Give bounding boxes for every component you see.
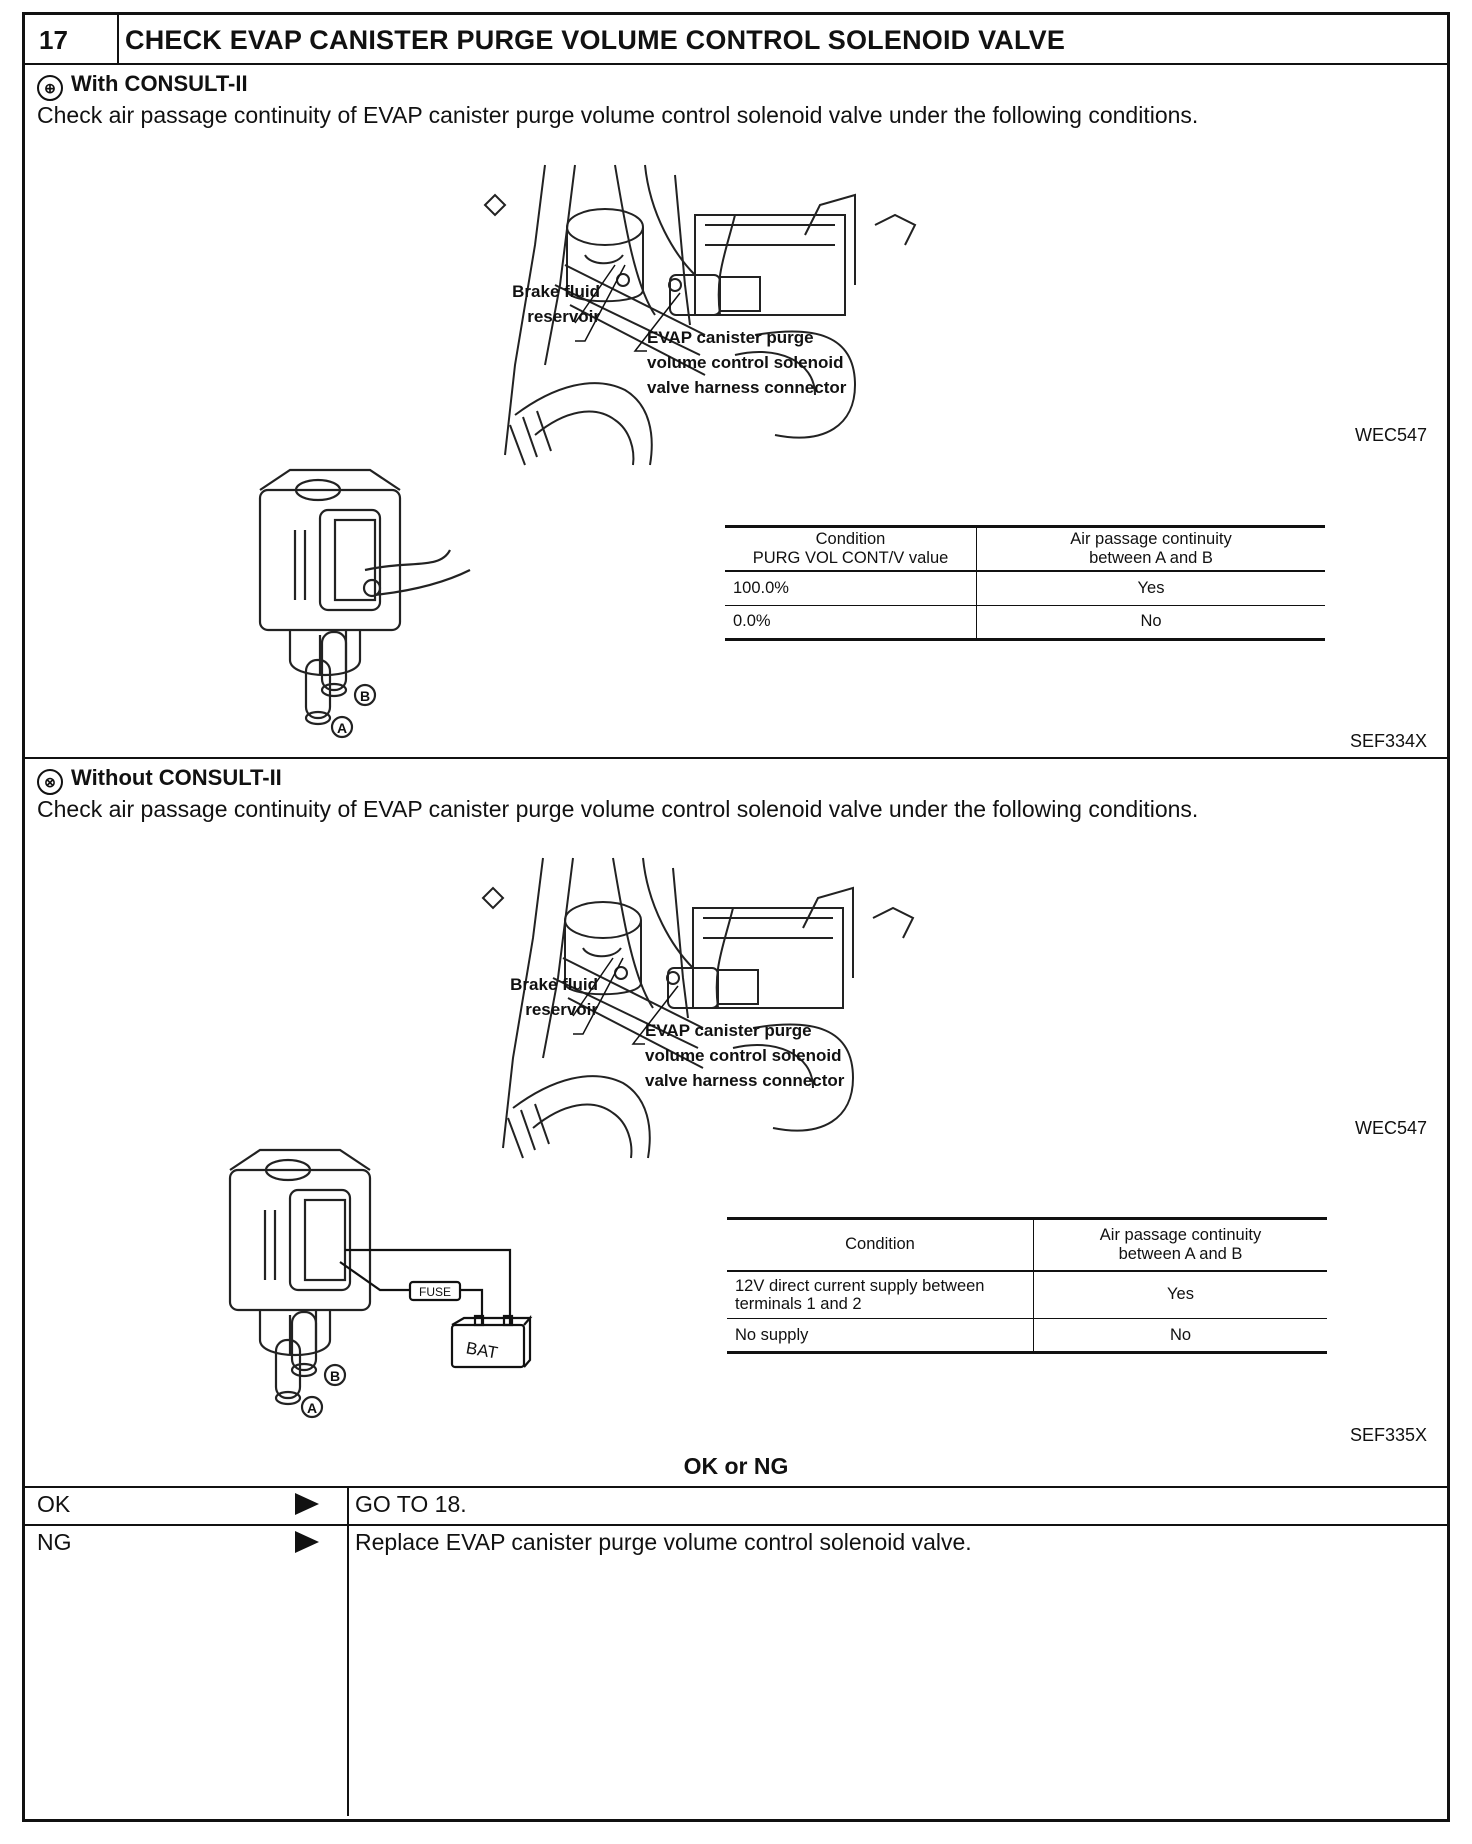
arrow-right-icon bbox=[295, 1531, 319, 1553]
connector-label-2: EVAP canister purge volume control solen… bbox=[645, 1018, 844, 1093]
table-header-result: Air passage continuity between A and B bbox=[976, 525, 1325, 572]
row-result: No bbox=[1033, 1318, 1327, 1354]
row-result: Yes bbox=[1033, 1270, 1327, 1319]
header-condition-line1: Condition bbox=[815, 530, 886, 548]
ok-or-ng-heading: OK or NG bbox=[683, 1453, 789, 1479]
no-consult-icon: ⊗ bbox=[37, 769, 63, 795]
connector-label-1: EVAP canister purge volume control solen… bbox=[647, 325, 846, 400]
header-condition-line2: PURG VOL CONT/V value bbox=[752, 549, 949, 567]
consult-condition-table: Condition PURG VOL CONT/V value Air pass… bbox=[725, 525, 1325, 641]
port-a-label: A bbox=[307, 1400, 317, 1416]
row-result: Yes bbox=[976, 571, 1325, 606]
with-consult-instruction: Check air passage continuity of EVAP can… bbox=[37, 102, 1199, 128]
result-label-ok: OK bbox=[37, 1491, 71, 1517]
figure-code-sef334x: SEF334X bbox=[1349, 731, 1427, 751]
reservoir-label-line1: Brake fluid bbox=[510, 975, 598, 994]
with-consult-heading: ⊕ With CONSULT-II bbox=[37, 71, 248, 101]
battery-label: BAT bbox=[465, 1338, 500, 1362]
arrow-right-icon bbox=[295, 1493, 319, 1515]
connector-label-line1: EVAP canister purge bbox=[645, 1021, 812, 1040]
fuse-label: FUSE bbox=[419, 1285, 451, 1299]
engine-bay-figure bbox=[483, 164, 917, 466]
row-condition: 0.0% bbox=[725, 605, 977, 641]
header-result-line2: between A and B bbox=[1089, 549, 1213, 567]
reservoir-label-2: Brake fluid reservoir bbox=[458, 972, 598, 1022]
table-header-result: Air passage continuity between A and B bbox=[1033, 1217, 1327, 1272]
figure-code-wec547: WEC547 bbox=[1354, 1118, 1427, 1138]
row-condition: No supply bbox=[727, 1318, 1034, 1354]
header-divider bbox=[117, 15, 119, 63]
result-rule-top bbox=[25, 1486, 1447, 1488]
connector-label-line2: volume control solenoid bbox=[645, 1046, 842, 1065]
result-label-ng: NG bbox=[37, 1529, 72, 1555]
section-rule bbox=[25, 757, 1447, 759]
header-result-line1: Air passage continuity bbox=[1099, 1225, 1262, 1244]
result-action-ng: Replace EVAP canister purge volume contr… bbox=[355, 1529, 972, 1555]
result-action-ok: GO TO 18. bbox=[355, 1491, 467, 1517]
step-title: CHECK EVAP CANISTER PURGE VOLUME CONTROL… bbox=[125, 25, 1066, 55]
reservoir-label-line1: Brake fluid bbox=[512, 282, 600, 301]
connector-label-line1: EVAP canister purge bbox=[647, 328, 814, 347]
header-rule bbox=[25, 63, 1447, 65]
table-header-condition: Condition PURG VOL CONT/V value bbox=[725, 525, 977, 572]
row-condition: 12V direct current supply between termin… bbox=[727, 1270, 1034, 1319]
no-consult-condition-table: Condition Air passage continuity between… bbox=[727, 1217, 1327, 1354]
solenoid-valve-battery-figure: FUSE BAT B A bbox=[228, 1148, 533, 1419]
figure-code-wec547: WEC547 bbox=[1354, 425, 1427, 445]
without-consult-heading: ⊗ Without CONSULT-II bbox=[37, 765, 282, 795]
row-condition: 100.0% bbox=[725, 571, 977, 606]
with-consult-title: With CONSULT-II bbox=[71, 71, 248, 96]
figure-code-sef335x: SEF335X bbox=[1349, 1425, 1427, 1445]
connector-label-line3: valve harness connector bbox=[645, 1071, 845, 1090]
solenoid-valve-figure: B A bbox=[258, 468, 471, 739]
port-b-label: B bbox=[330, 1368, 340, 1384]
header-result-line2: between A and B bbox=[1118, 1244, 1243, 1263]
connector-label-line3: valve harness connector bbox=[647, 378, 847, 397]
consult-icon: ⊕ bbox=[37, 75, 63, 101]
reservoir-label-1: Brake fluid reservoir bbox=[460, 279, 600, 329]
row-result: No bbox=[976, 605, 1325, 641]
without-consult-title: Without CONSULT-II bbox=[71, 765, 282, 790]
table-row: 0.0% No bbox=[725, 605, 1325, 641]
table-row: 100.0% Yes bbox=[725, 571, 1325, 606]
port-a-label: A bbox=[337, 720, 347, 736]
table-header-condition: Condition bbox=[727, 1217, 1034, 1272]
row-condition-line2: terminals 1 and 2 bbox=[735, 1294, 862, 1313]
row-condition-line1: 12V direct current supply between bbox=[735, 1276, 985, 1295]
header-result-line1: Air passage continuity bbox=[1070, 530, 1232, 548]
result-rule-mid bbox=[25, 1524, 1447, 1526]
service-procedure-page: 17 CHECK EVAP CANISTER PURGE VOLUME CONT… bbox=[22, 12, 1450, 1822]
table-row: No supply No bbox=[727, 1318, 1327, 1354]
engine-bay-figure bbox=[481, 857, 915, 1159]
reservoir-label-line2: reservoir bbox=[525, 1000, 598, 1019]
without-consult-instruction: Check air passage continuity of EVAP can… bbox=[37, 796, 1199, 822]
step-number: 17 bbox=[39, 25, 68, 55]
connector-label-line2: volume control solenoid bbox=[647, 353, 844, 372]
table-row: 12V direct current supply between termin… bbox=[727, 1270, 1327, 1319]
port-b-label: B bbox=[360, 688, 370, 704]
reservoir-label-line2: reservoir bbox=[527, 307, 600, 326]
result-divider bbox=[347, 1486, 349, 1816]
